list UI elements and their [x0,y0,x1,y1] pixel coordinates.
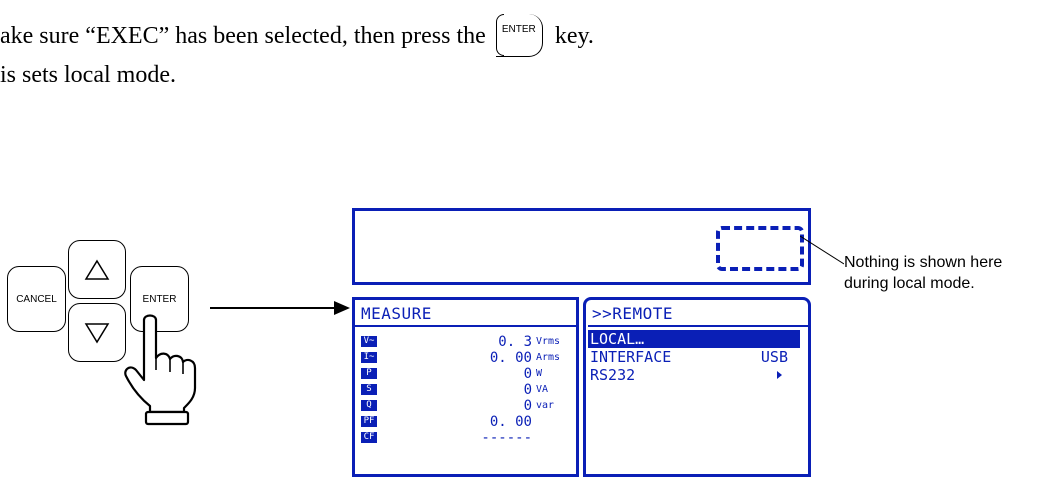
pressing-hand-icon [124,314,197,426]
measure-value: 0 [523,382,532,398]
measure-value: ------ [481,430,532,446]
measure-tag: PF [361,416,377,427]
instruction-text-after: key. [554,23,594,49]
menu-item-value: USB [760,348,788,366]
enter-key-icon: ENTER [495,14,543,57]
callout-line-1: Nothing is shown here [844,254,1003,271]
measure-title: MEASURE [361,304,432,323]
enter-key: ENTER [130,266,189,332]
menu-item-interface[interactable]: INTERFACE USB [590,348,802,366]
measure-value: 0 [523,366,532,382]
title-divider [355,325,576,327]
measure-tag: I~ [361,352,377,363]
up-key [68,240,126,299]
lcd-status-bar [352,208,811,285]
enter-key-label: ENTER [501,24,536,35]
measure-row-crest-factor: CF ------ [361,430,570,446]
measure-unit: W [536,368,543,379]
measure-row-reactive-power: Q 0 var [361,398,570,414]
measure-tag: P [361,368,377,379]
title-divider [588,325,808,327]
remote-title: >>REMOTE [592,304,674,323]
measure-unit: VA [536,384,549,395]
cancel-key: CANCEL [7,266,66,332]
menu-item-label: RS232 [590,366,636,384]
measure-unit: Arms [536,352,561,363]
up-triangle-icon [84,259,110,280]
menu-item-rs232[interactable]: RS232 [590,366,802,384]
menu-item-local[interactable]: LOCAL… [588,330,800,348]
measure-row-current: I~ 0. 00 Arms [361,350,570,366]
down-key [68,303,126,362]
menu-item-label: LOCAL… [590,330,645,348]
measure-tag: S [361,384,377,395]
measure-unit: var [536,400,555,411]
measure-unit: Vrms [536,336,561,347]
measure-panel: MEASURE V~ 0. 3 Vrms I~ 0. 00 Arms P 0 W… [352,297,579,477]
measure-value: 0. 00 [489,414,532,430]
callout-note: Nothing is shown here during local mode. [844,252,1002,294]
submenu-arrow-icon [777,371,782,379]
menu-item-label: INTERFACE [590,348,672,366]
measure-value: 0. 00 [489,350,532,366]
measure-value: 0 [523,398,532,414]
instruction-text-before: ake sure “EXEC” has been selected, then … [0,23,486,49]
measure-row-power: P 0 W [361,366,570,382]
measure-row-apparent-power: S 0 VA [361,382,570,398]
measure-value: 0. 3 [498,334,532,350]
measure-tag: Q [361,400,377,411]
down-triangle-icon [84,322,110,343]
measure-tag: CF [361,432,377,443]
measure-row-power-factor: PF 0. 00 [361,414,570,430]
instruction-line-2: is sets local mode. [0,62,176,88]
empty-status-area [716,226,804,271]
remote-panel: >>REMOTE LOCAL… INTERFACE USB RS232 [583,297,811,477]
right-arrow-icon [210,301,350,315]
measure-row-voltage: V~ 0. 3 Vrms [361,334,570,350]
callout-line-2: during local mode. [844,275,975,292]
instruction-line-1: ake sure “EXEC” has been selected, then … [0,14,594,57]
measure-tag: V~ [361,336,377,347]
callout-leader-line [800,236,844,265]
